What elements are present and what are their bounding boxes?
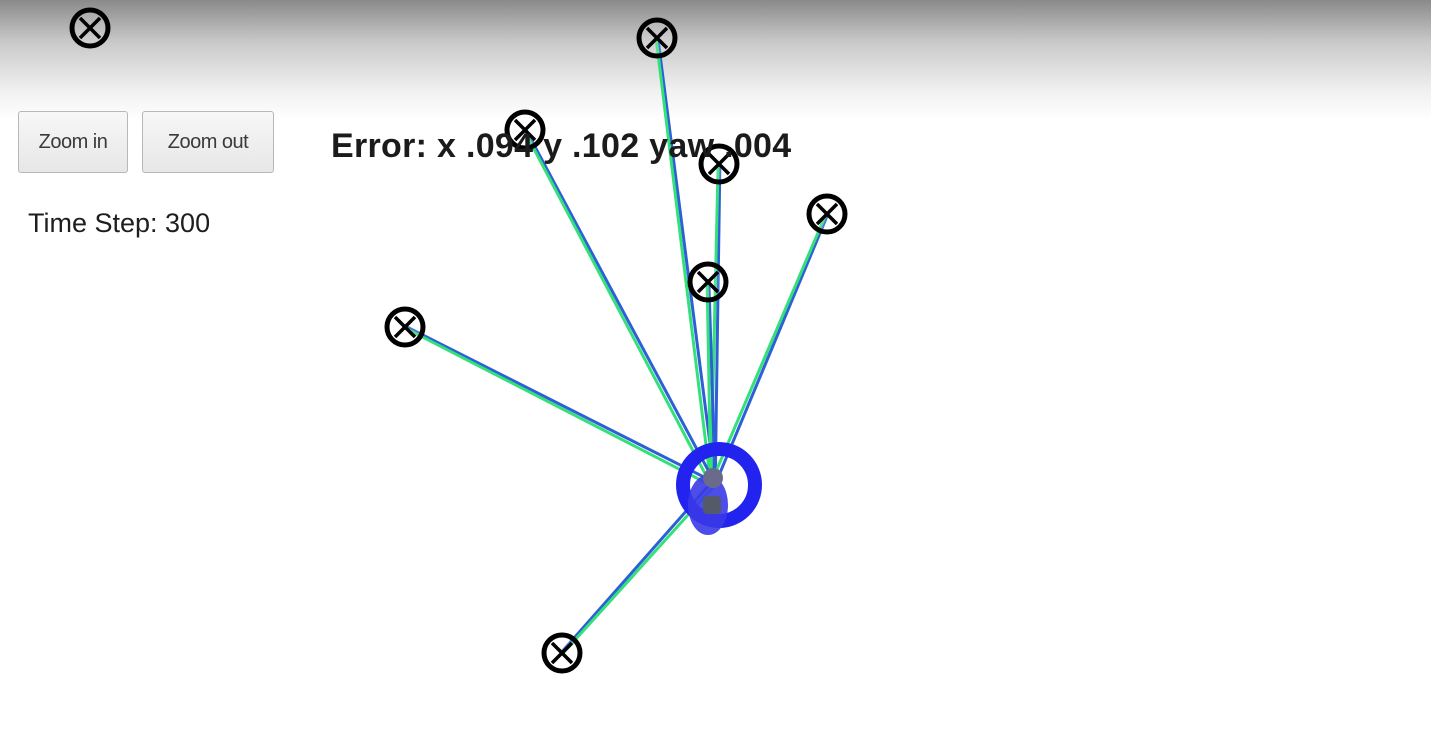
zoom-out-button[interactable]: Zoom out <box>142 111 274 173</box>
top-shade <box>0 0 1431 120</box>
vehicle-icon <box>676 442 762 535</box>
observation-line <box>709 162 722 486</box>
observation-line <box>709 212 830 487</box>
observation-line <box>654 36 717 486</box>
landmark-marker-icon <box>687 261 729 303</box>
landmark-marker-icon <box>698 143 740 185</box>
landmark-marker-icon <box>541 632 583 674</box>
landmark-marker-icon <box>69 7 111 49</box>
landmark-marker-icon <box>806 193 848 235</box>
observation-line <box>522 128 717 487</box>
landmark-marker-icon <box>636 17 678 59</box>
landmark-marker-icon <box>504 109 546 151</box>
time-step-label: Time Step: 300 <box>28 208 211 238</box>
observation-line <box>403 324 716 488</box>
landmark-marker-icon <box>384 306 426 348</box>
landmarks <box>69 7 848 674</box>
zoom-in-button[interactable]: Zoom in <box>18 111 128 173</box>
error-readout: Error: x .094 y .102 yaw .004 <box>331 127 792 165</box>
